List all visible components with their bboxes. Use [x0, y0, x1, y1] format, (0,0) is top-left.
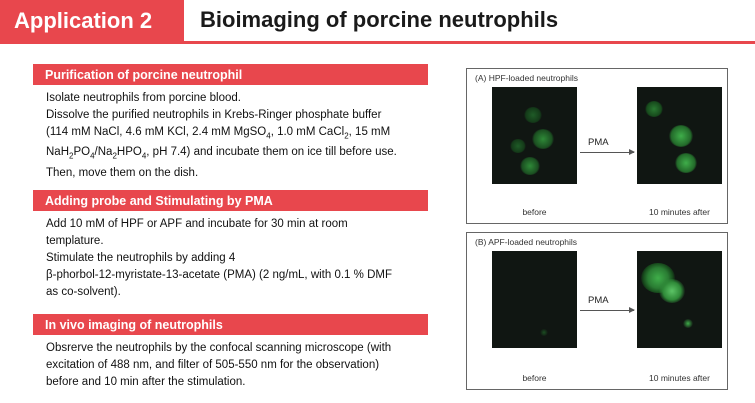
caption-after: 10 minutes after [649, 207, 710, 217]
arrow-right-icon [580, 149, 635, 155]
cell [510, 139, 526, 153]
buffer-line-1: (114 mM NaCl, 4.6 mM KCl, 2.4 mM MgSO4, … [46, 126, 391, 141]
section-body-purification: Isolate neutrophils from porcine blood. … [46, 90, 431, 182]
text-line: as co-solvent). [46, 286, 121, 298]
section-heading-imaging: In vivo imaging of neutrophils [33, 314, 428, 335]
section-heading-probe: Adding probe and Stimulating by PMA [33, 190, 428, 211]
cell [683, 319, 693, 328]
text-line: Stimulate the neutrophils by adding 4 [46, 252, 236, 264]
panel-a-label: (A) HPF-loaded neutrophils [475, 73, 578, 83]
cell [540, 329, 548, 336]
arrow-label-pma: PMA [588, 137, 609, 148]
micrograph-apf-before [492, 251, 577, 348]
caption-after: 10 minutes after [649, 373, 710, 383]
section-heading-purification: Purification of porcine neutrophil [33, 64, 428, 85]
text-line: Then, move them on the dish. [46, 166, 199, 179]
text-line: templature. [46, 235, 104, 247]
cell [524, 107, 542, 123]
application-tag: Application 2 [0, 0, 184, 41]
cell [520, 157, 540, 175]
buffer-line-2: NaH2PO4/Na2HPO4, pH 7.4) and incubate th… [46, 146, 397, 161]
text-line: Obsrerve the neutrophils by the confocal… [46, 342, 392, 354]
arrow-label-pma: PMA [588, 295, 609, 306]
header-bar: Application 2 Bioimaging of porcine neut… [0, 0, 755, 44]
text-line: Add 10 mM of HPF or APF and incubate for… [46, 218, 348, 230]
figure-panel-hpf: (A) HPF-loaded neutrophils PMA before 10… [466, 68, 728, 224]
caption-before: before [522, 207, 547, 217]
text-line: Dissolve the purified neutrophils in Kre… [46, 109, 382, 121]
section-body-probe: Add 10 mM of HPF or APF and incubate for… [46, 216, 431, 301]
micrograph-hpf-before [492, 87, 577, 184]
cell [659, 279, 685, 303]
text-line: β-phorbol-12-myristate-13-acetate (PMA) … [46, 269, 392, 281]
micrograph-apf-after [637, 251, 722, 348]
panel-b-label: (B) APF-loaded neutrophils [475, 237, 578, 247]
page-title: Bioimaging of porcine neutrophils [200, 7, 559, 32]
text-line: excitation of 488 nm, and filter of 505-… [46, 359, 380, 371]
arrow-right-icon [580, 307, 635, 313]
figure-panel-apf: (B) APF-loaded neutrophils PMA before 10… [466, 232, 728, 390]
cell [675, 153, 697, 173]
cell [645, 101, 663, 117]
cell [532, 129, 554, 149]
text-line: before and 10 min after the stimulation. [46, 376, 246, 388]
caption-before: before [522, 373, 547, 383]
text-line: Isolate neutrophils from porcine blood. [46, 92, 241, 104]
cell [669, 125, 693, 147]
section-body-imaging: Obsrerve the neutrophils by the confocal… [46, 340, 431, 391]
micrograph-hpf-after [637, 87, 722, 184]
